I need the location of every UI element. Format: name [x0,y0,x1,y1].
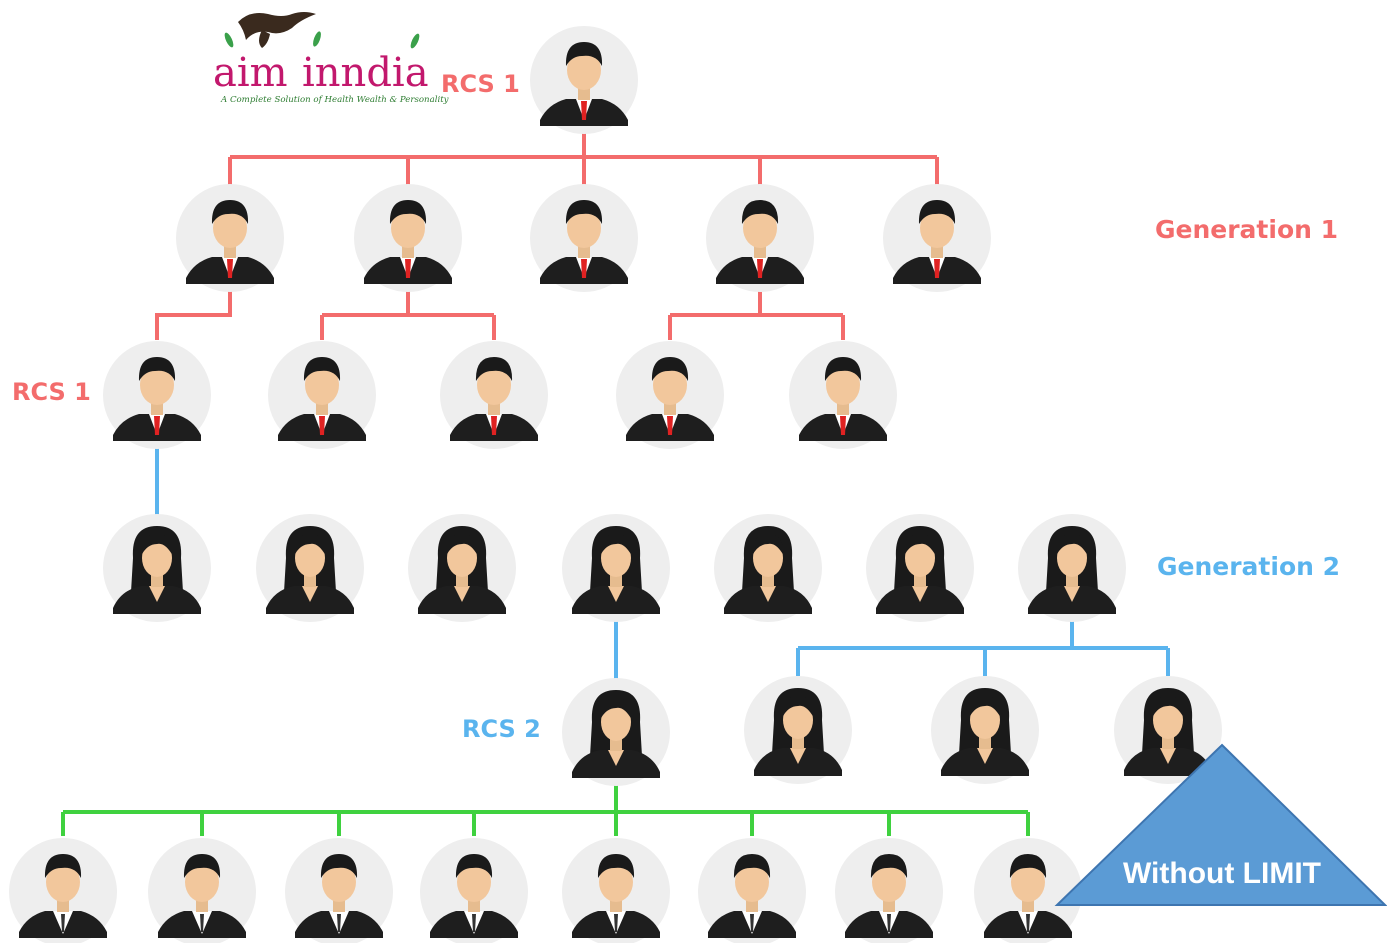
person-node [148,838,256,943]
row3 [103,341,897,449]
person-node [698,838,806,943]
person-node [256,514,364,622]
person-node [562,838,670,943]
person-node [835,838,943,943]
person-node [176,184,284,292]
person-node [103,341,211,449]
generation2-connectors [155,448,1170,680]
person-node [9,838,117,943]
top-rcs-label: RCS 1 [441,70,520,98]
person-node [408,514,516,622]
leaf-icon [224,31,420,49]
root-person [530,26,638,134]
logo-brand-aim: aim [213,50,288,96]
person-node [616,341,724,449]
rcs2-label: RCS 2 [462,715,541,743]
bottom-row [9,838,1082,943]
eagle-icon [238,12,316,48]
row3-connectors [155,290,845,340]
person-node [562,514,670,622]
generation1-row [176,184,991,292]
without-limit-callout: Without LIMIT [1054,743,1387,906]
aim-inndia-logo: aim inndia A Complete Solution of Health… [213,12,449,105]
person-node [931,676,1039,784]
person-node [103,514,211,622]
person-node [883,184,991,292]
generation1-connectors [228,128,939,185]
person-node [354,184,462,292]
generation2-label: Generation 2 [1157,552,1340,581]
person-node [1018,514,1126,622]
person-node [789,341,897,449]
person-node [974,838,1082,943]
generation2-row [103,514,1126,622]
person-node [530,184,638,292]
left-rcs-label: RCS 1 [12,378,91,406]
person-node [285,838,393,943]
person-node [744,676,852,784]
bottom-row-connectors [61,785,1030,836]
callout-text: Without LIMIT [1123,857,1321,890]
generation1-label: Generation 1 [1155,215,1338,244]
row5 [562,676,1222,786]
person-node [714,514,822,622]
person-node [268,341,376,449]
logo-tagline: A Complete Solution of Health Wealth & P… [220,95,449,105]
logo-brand-inndia: inndia [302,50,429,96]
person-node [562,678,670,786]
person-node [866,514,974,622]
person-node [706,184,814,292]
person-node [420,838,528,943]
person-node [440,341,548,449]
